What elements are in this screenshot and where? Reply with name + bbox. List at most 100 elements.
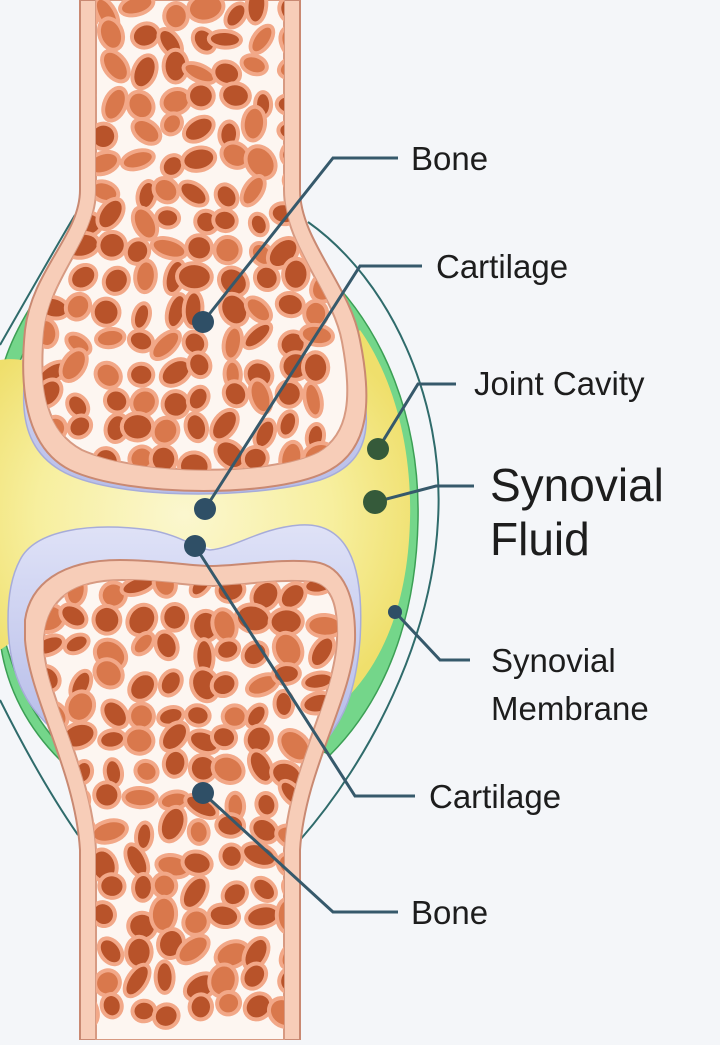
bone-pore — [163, 157, 182, 175]
pointer-dot-synovial-fluid — [363, 490, 387, 514]
bone-pore — [62, 606, 85, 626]
bone-pore — [106, 391, 127, 411]
bone-pore — [134, 120, 159, 142]
trabecula-ring — [301, 0, 329, 24]
bone-pore — [131, 448, 152, 469]
pointer-dot-cartilage-top — [194, 498, 216, 520]
bone-pore — [123, 580, 154, 594]
bone-pore — [97, 972, 118, 994]
bone-pore — [42, 65, 56, 84]
label-synovial-membrane-line-1: Synovial — [491, 642, 616, 679]
bone-pore — [311, 638, 333, 666]
bone-pore — [253, 583, 278, 608]
bone-pore — [165, 751, 185, 775]
bone-pore — [247, 148, 274, 177]
bone-pore — [152, 898, 175, 930]
label-cartilage-top: Cartilage — [436, 248, 569, 285]
bone-pore — [103, 52, 127, 80]
trabecula-ring — [42, 24, 74, 51]
label-bone-bottom: Bone — [411, 894, 489, 931]
bone-pore — [215, 211, 235, 230]
joint-capsule-line — [0, 699, 79, 836]
label-synovial-membrane-line-2: Membrane — [491, 689, 649, 727]
bone-pore — [123, 415, 152, 439]
bone-pore — [253, 819, 276, 841]
bone-pore — [280, 413, 296, 435]
bone-pore — [162, 361, 189, 384]
bone-pore — [44, 816, 52, 847]
bone-pore — [213, 675, 235, 695]
trabecula-ring — [42, 177, 71, 205]
leader-line-cartilage-top — [203, 264, 422, 510]
bone-pore — [101, 732, 124, 747]
bone-pore — [155, 180, 177, 201]
pointer-dot-cartilage-bottom — [184, 535, 206, 557]
bone-pore — [254, 879, 274, 900]
bone-pore — [248, 706, 265, 726]
bone-pore — [92, 183, 117, 201]
leader-line-cartilage-bottom — [193, 545, 415, 798]
bone-pore — [314, 825, 330, 843]
bone-pore — [251, 215, 266, 234]
bone-pore — [42, 120, 59, 137]
bone-pore — [218, 641, 238, 658]
bone-pore — [214, 757, 242, 781]
bone-pore — [191, 756, 215, 780]
bone-pore — [224, 707, 245, 726]
bone-pore — [278, 383, 300, 405]
bone-pore — [155, 1006, 177, 1026]
bone-pore — [100, 233, 124, 257]
bone-pore — [273, 763, 300, 786]
bone-pore — [152, 447, 175, 470]
trabecula-ring — [44, 930, 64, 963]
bone-pore — [258, 794, 275, 815]
bone-pore — [102, 584, 124, 606]
trabecula-ring — [42, 61, 60, 88]
bone-pore — [244, 448, 266, 469]
trabecula-ring — [307, 117, 340, 149]
bone-pore — [89, 153, 118, 173]
bone-pore — [157, 963, 172, 991]
bone-pore — [161, 808, 184, 840]
bone-pore — [275, 634, 301, 665]
bone-pore — [133, 25, 158, 46]
bone-pore — [224, 884, 245, 905]
bone-pore — [252, 27, 272, 52]
bone-pore — [134, 634, 152, 653]
bone-pore — [153, 332, 179, 358]
bone-pore — [67, 295, 89, 318]
leader-line-bone-top — [201, 156, 398, 323]
bone-pore — [227, 5, 245, 26]
bone-pore — [137, 762, 156, 780]
bone-pore — [225, 383, 246, 405]
bone-pore — [164, 393, 187, 416]
bone-pore — [222, 295, 247, 324]
bone-pore — [70, 417, 90, 436]
trabecula-ring — [44, 1001, 65, 1032]
bone-pore — [92, 125, 115, 148]
bone-pore — [100, 940, 121, 963]
bone-pore — [164, 115, 180, 133]
bone-pore — [247, 299, 270, 321]
bone-pore — [94, 300, 118, 324]
bone-pore — [157, 633, 176, 658]
bone-pore — [312, 37, 335, 56]
bone-pore — [276, 693, 292, 715]
bone-pore — [189, 388, 207, 409]
bone-pore — [228, 794, 243, 818]
bone-pore — [129, 93, 152, 118]
bone-pore — [281, 333, 304, 355]
trabecula-ring — [306, 86, 335, 119]
bone-pore — [225, 328, 241, 358]
bone-pore — [138, 824, 151, 848]
trabecula-ring — [296, 48, 337, 81]
bone-pore — [129, 606, 155, 634]
bone-pore — [63, 724, 94, 747]
bone-pore — [42, 8, 60, 21]
trabecula-ring — [310, 821, 334, 847]
bone-pore — [160, 708, 182, 724]
pointer-dot-synovial-membrane — [388, 605, 402, 619]
trabecula-ring — [44, 852, 62, 880]
bone-pore — [44, 1005, 61, 1028]
